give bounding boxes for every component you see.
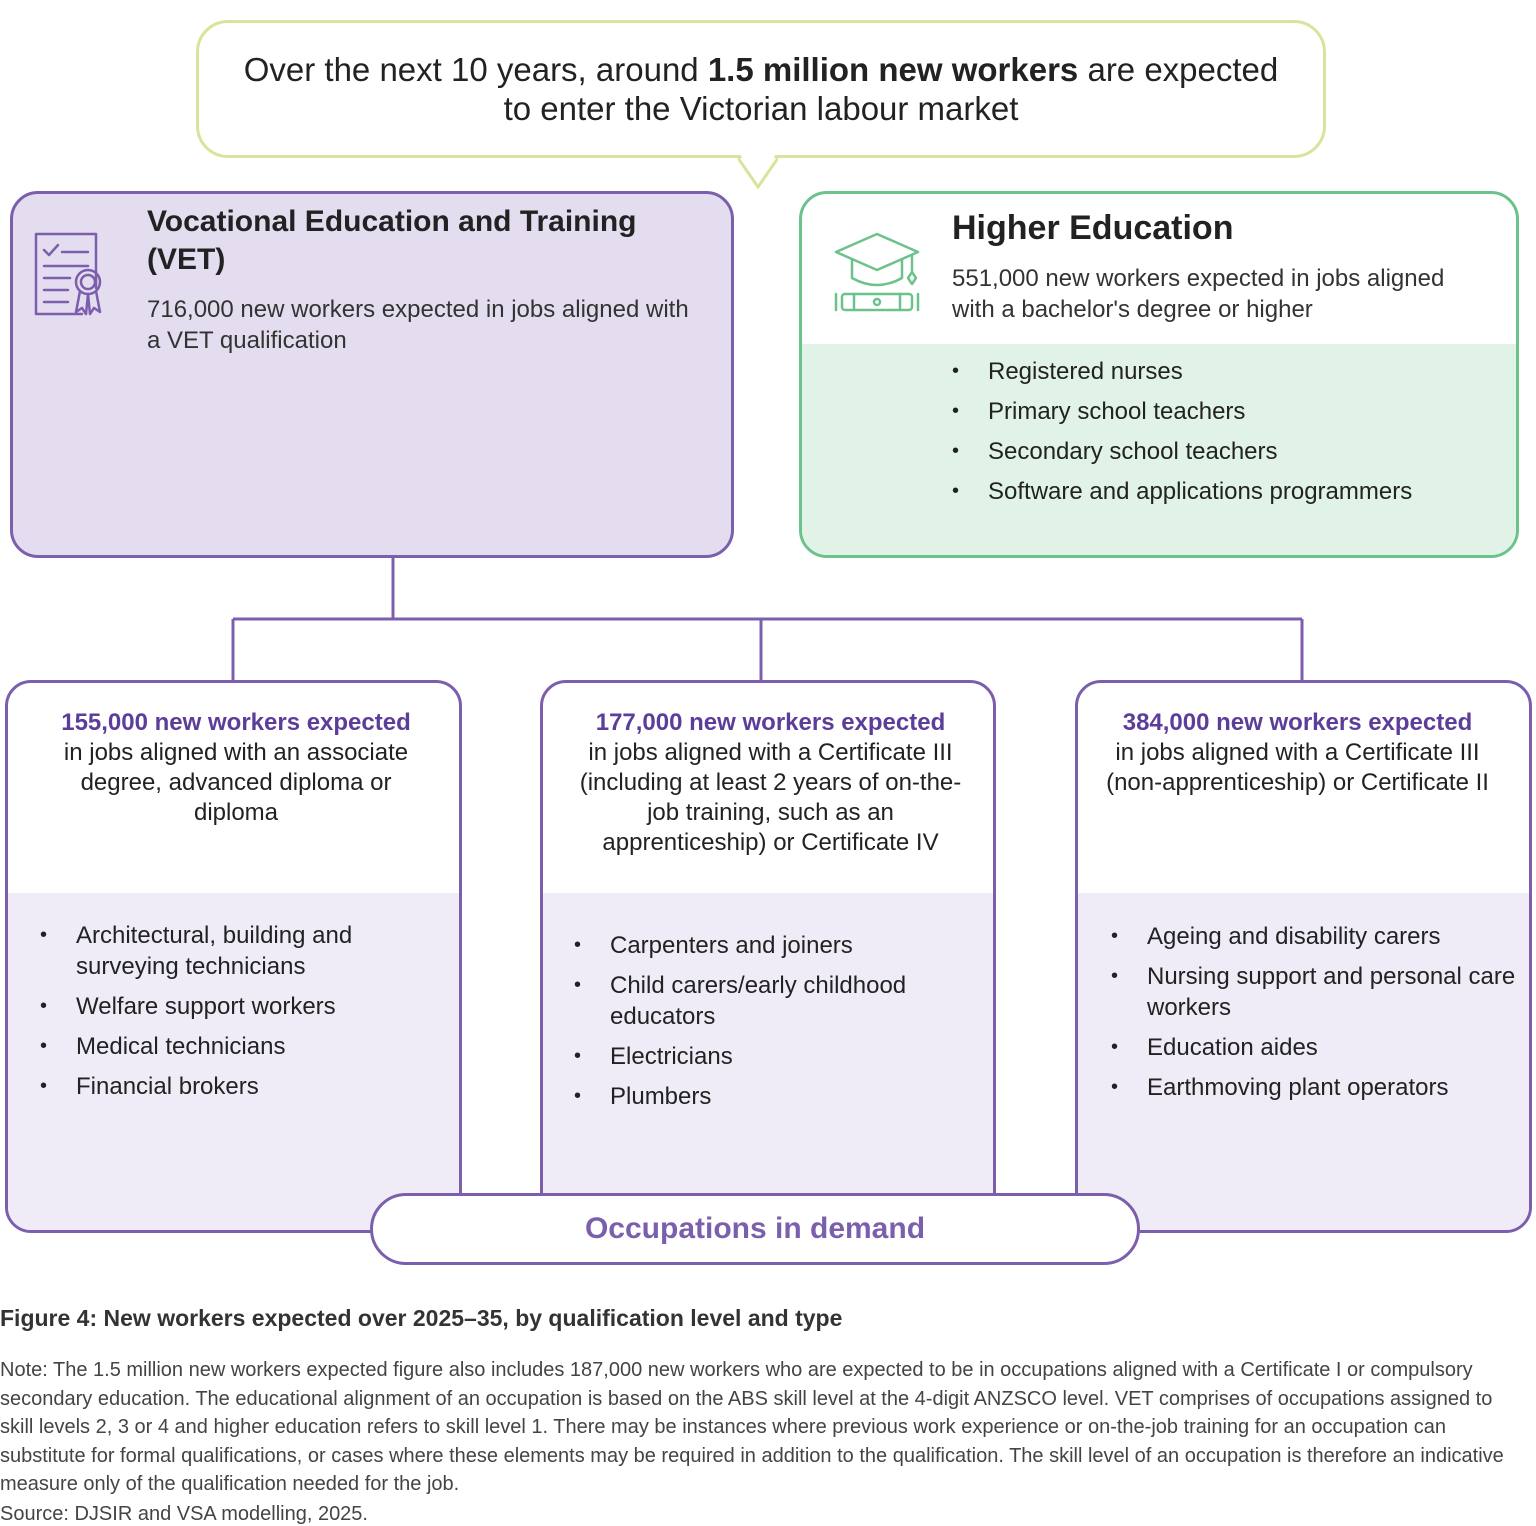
list-item: Secondary school teachers: [952, 436, 1492, 467]
callout-tail: [738, 150, 778, 190]
list-item: Child carers/early childhood educators: [574, 970, 974, 1032]
list-item: Plumbers: [574, 1081, 974, 1112]
higher-education-title: Higher Education: [952, 209, 1234, 247]
list-item: Nursing support and personal care worker…: [1111, 961, 1521, 1023]
card-occupations: Carpenters and joiners Child carers/earl…: [574, 930, 974, 1121]
card-heading: 177,000 new workers expected in jobs ali…: [578, 708, 963, 858]
figure-source: Source: DJSIR and VSA modelling, 2025.: [0, 1503, 368, 1525]
callout-line-1: Over the next 10 years, around 1.5 milli…: [243, 51, 1279, 88]
list-item: Registered nurses: [952, 356, 1492, 387]
figure-note: Note: The 1.5 million new workers expect…: [0, 1359, 1504, 1495]
card-headline: 155,000 new workers expected: [61, 709, 411, 736]
list-item: Welfare support workers: [40, 991, 440, 1022]
list-item: Software and applications programmers: [952, 476, 1492, 507]
headline-callout: Over the next 10 years, around 1.5 milli…: [196, 20, 1326, 158]
card-heading: 155,000 new workers expected in jobs ali…: [40, 708, 432, 828]
list-item: Primary school teachers: [952, 396, 1492, 427]
list-item: Earthmoving plant operators: [1111, 1072, 1521, 1103]
callout-line-2: to enter the Victorian labour market: [503, 90, 1019, 127]
figure-title: Figure 4: New workers expected over 2025…: [0, 1305, 843, 1331]
list-item: Medical technicians: [40, 1031, 440, 1062]
higher-education-occupations: Registered nurses Primary school teacher…: [952, 356, 1492, 516]
list-item: Carpenters and joiners: [574, 930, 974, 961]
card-headline: 384,000 new workers expected: [1122, 709, 1473, 736]
card-description: in jobs aligned with a Certificate III (…: [1106, 739, 1489, 796]
card-headline: 177,000 new workers expected: [595, 709, 946, 736]
list-item: Financial brokers: [40, 1071, 440, 1102]
occupations-in-demand-label: Occupations in demand: [370, 1193, 1140, 1265]
card-description: in jobs aligned with an associate degree…: [63, 739, 409, 826]
list-item: Education aides: [1111, 1032, 1521, 1063]
card-occupations: Ageing and disability carers Nursing sup…: [1111, 921, 1521, 1112]
card-description: in jobs aligned with a Certificate III (…: [579, 739, 962, 856]
higher-education-description: 551,000 new workers expected in jobs ali…: [952, 265, 1445, 323]
vet-title: Vocational Education and Training (VET): [147, 205, 637, 276]
list-item: Architectural, building and surveying te…: [40, 920, 440, 982]
card-occupations: Architectural, building and surveying te…: [40, 920, 440, 1111]
card-heading: 384,000 new workers expected in jobs ali…: [1085, 708, 1510, 798]
vet-description: 716,000 new workers expected in jobs ali…: [147, 296, 689, 354]
list-item: Ageing and disability carers: [1111, 921, 1521, 952]
vet-box: [10, 191, 734, 558]
certificate-icon: [34, 232, 102, 316]
list-item: Electricians: [574, 1041, 974, 1072]
graduation-cap-icon: [834, 232, 920, 312]
